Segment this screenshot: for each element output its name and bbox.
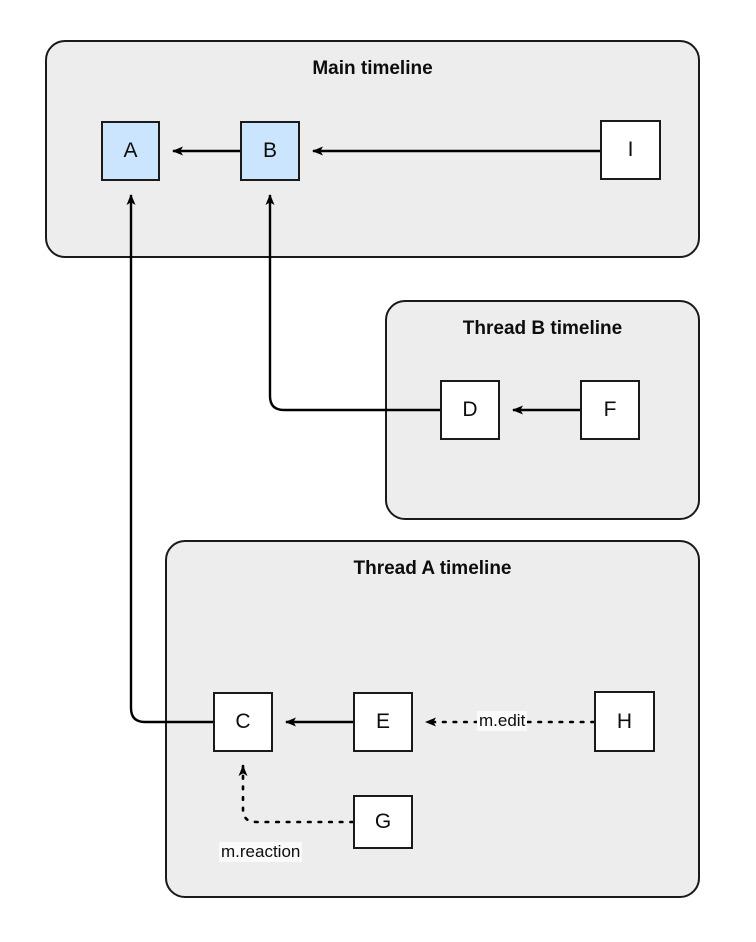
node-g[interactable]: G xyxy=(353,795,413,849)
node-a[interactable]: A xyxy=(101,121,160,181)
node-h[interactable]: H xyxy=(594,691,655,752)
edge-label-m-reaction: m.reaction xyxy=(219,842,303,862)
container-thread-b-timeline-title: Thread B timeline xyxy=(462,318,623,339)
node-b[interactable]: B xyxy=(240,121,300,181)
edge-d-to-b xyxy=(265,194,440,412)
edge-g-to-c xyxy=(238,764,355,824)
container-main-timeline-title: Main timeline xyxy=(312,58,433,79)
node-f[interactable]: F xyxy=(580,380,640,440)
edge-c-to-a xyxy=(126,194,213,724)
node-d[interactable]: D xyxy=(440,380,500,440)
node-i[interactable]: I xyxy=(600,120,661,180)
node-c[interactable]: C xyxy=(213,692,273,752)
node-e[interactable]: E xyxy=(353,692,413,752)
container-thread-a-timeline-title: Thread A timeline xyxy=(353,558,512,579)
edge-label-m-edit: m.edit xyxy=(477,711,528,731)
